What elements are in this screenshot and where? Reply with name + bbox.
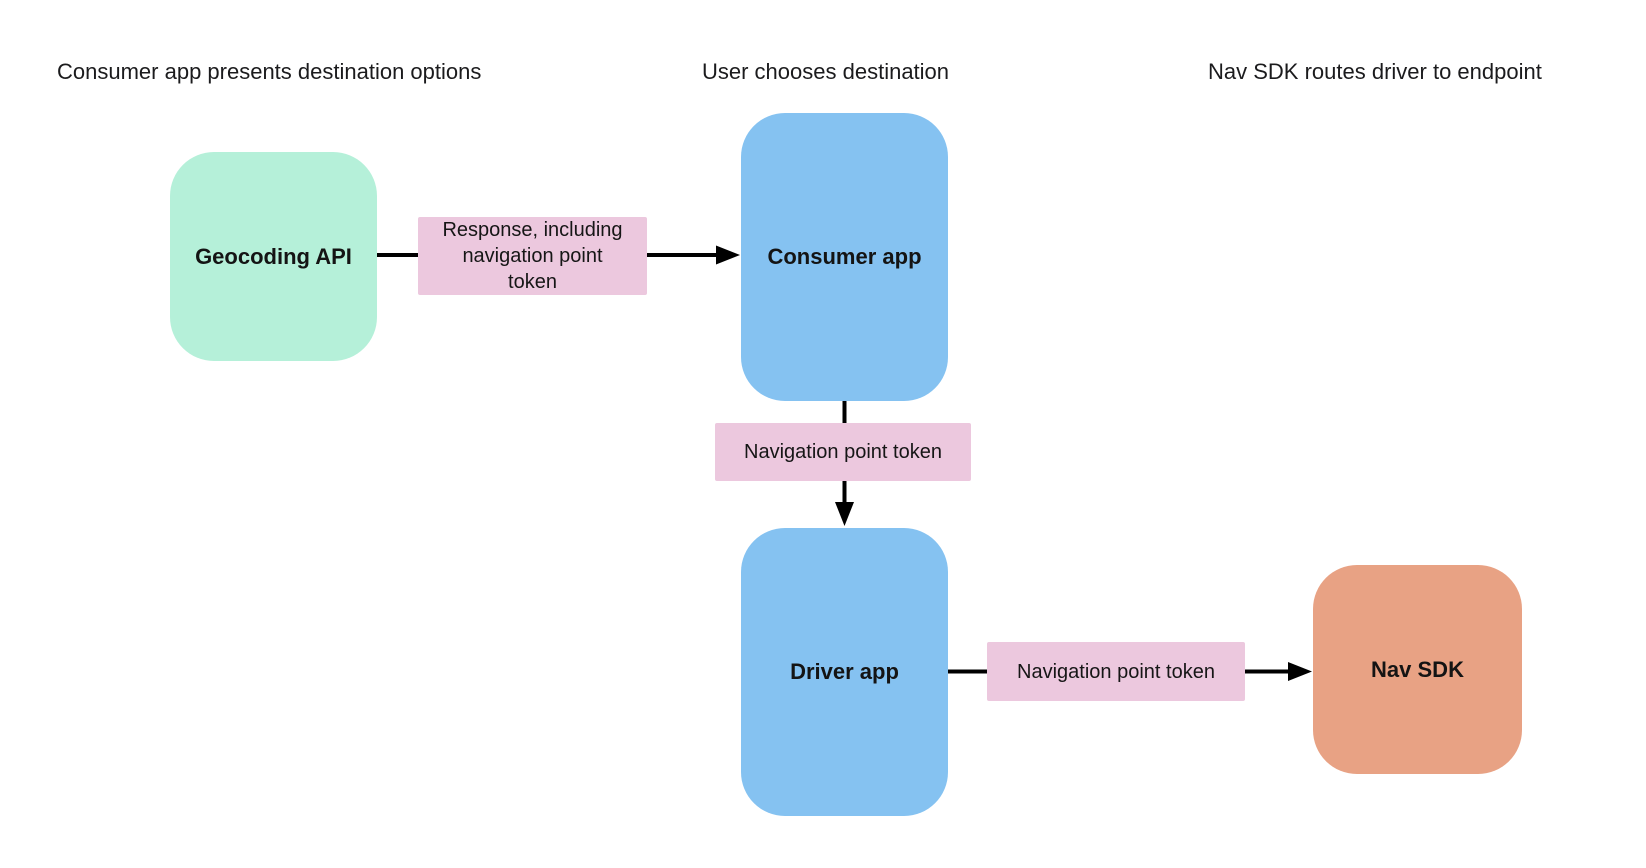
edge-label-response-navigation-point-token: Response, including navigation point tok… bbox=[418, 217, 647, 295]
stage-header-consumer-presents: Consumer app presents destination option… bbox=[57, 59, 482, 84]
arrowhead-down-icon bbox=[835, 502, 854, 526]
node-driver-app: Driver app bbox=[741, 528, 948, 816]
arrowhead-right-icon bbox=[1288, 662, 1312, 681]
stage-header-user-chooses: User chooses destination bbox=[702, 59, 950, 84]
edge-label-navigation-point-token-consumer-driver: Navigation point token bbox=[715, 423, 971, 481]
edge-label-navigation-point-token-driver-navsdk: Navigation point token bbox=[987, 642, 1245, 701]
stage-header-nav-sdk-routes: Nav SDK routes driver to endpoint bbox=[1208, 59, 1542, 84]
node-geocoding-api: Geocoding API bbox=[170, 152, 377, 361]
arrowhead-right-icon bbox=[716, 245, 740, 265]
node-nav-sdk: Nav SDK bbox=[1313, 565, 1522, 774]
node-consumer-app: Consumer app bbox=[741, 113, 948, 401]
